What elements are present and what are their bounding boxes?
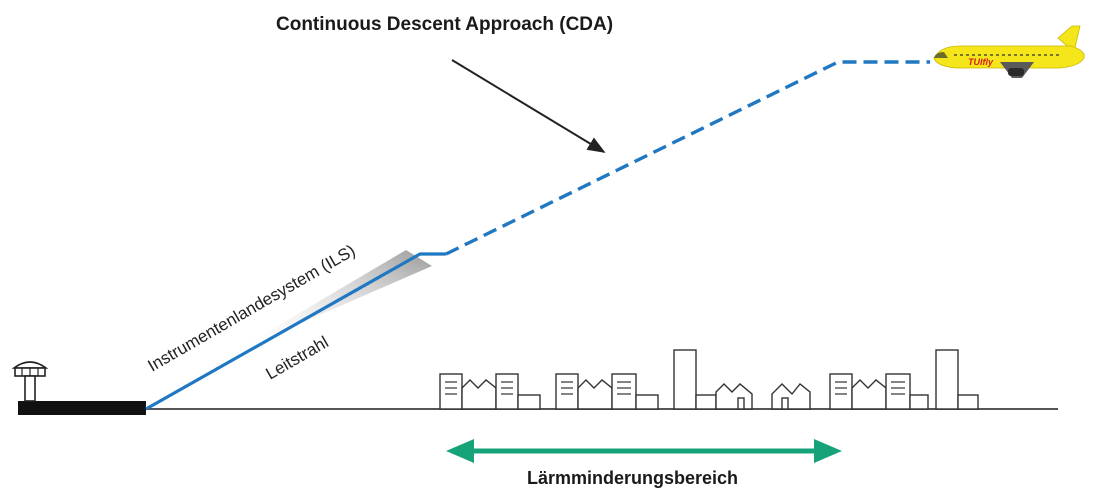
- building-group-1: [439, 373, 541, 410]
- aircraft-icon: TUIfly: [933, 25, 1085, 78]
- noise-zone-arrow: [446, 439, 842, 463]
- diagram-title: Continuous Descent Approach (CDA): [276, 14, 613, 35]
- buildings: [439, 349, 979, 410]
- building-tower-1: [673, 349, 717, 410]
- title-pointer-arrow: [451, 59, 606, 153]
- building-group-3: [829, 373, 929, 410]
- houses-1: [715, 383, 753, 410]
- building-tower-2: [935, 349, 979, 410]
- runway: [18, 401, 146, 415]
- ils-approach-path: [145, 252, 446, 411]
- cda-descent-path: [445, 60, 930, 256]
- aircraft-livery: TUIfly: [968, 57, 994, 67]
- noise-zone-label: Lärmminderungsbereich: [527, 468, 738, 488]
- building-group-2: [555, 373, 659, 410]
- houses-2: [771, 383, 811, 410]
- beam-label: Leitstrahl: [263, 333, 332, 384]
- control-tower-icon: [11, 361, 49, 402]
